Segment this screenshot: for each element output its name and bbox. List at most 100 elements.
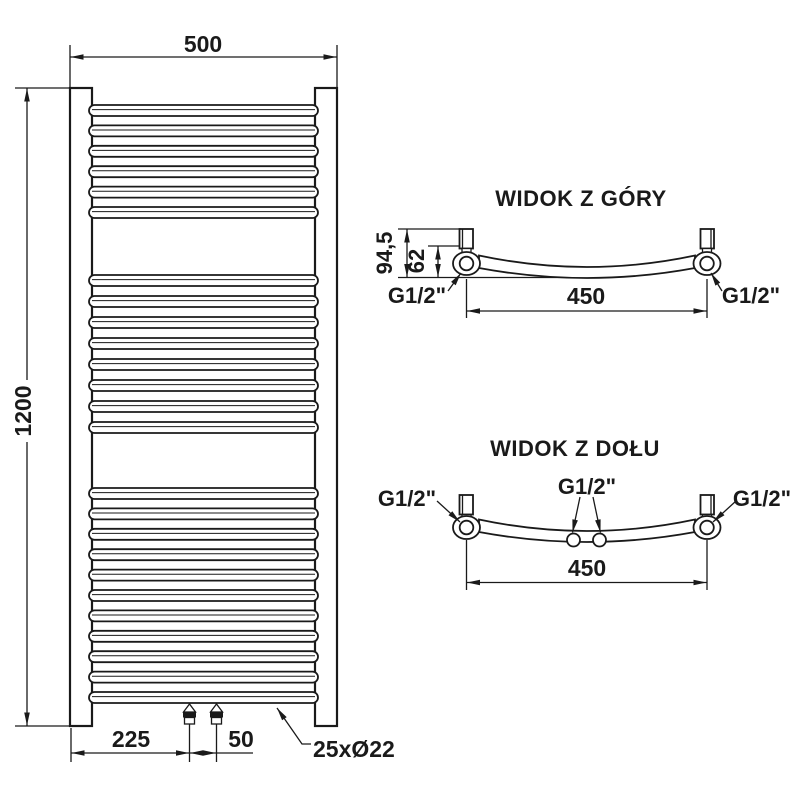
height-dimension-label: 1200	[10, 385, 36, 436]
arrowhead	[203, 750, 216, 756]
arrowhead	[595, 519, 601, 533]
center-inlet-port	[592, 532, 607, 548]
arrowhead	[404, 264, 410, 277]
rung	[88, 274, 319, 287]
valve-body	[210, 716, 223, 725]
rung	[88, 487, 319, 500]
right-wall-bracket	[699, 494, 715, 516]
top-span-dimension: 450	[465, 279, 708, 318]
left-valve-connector	[182, 702, 197, 762]
left-connector-label: G1/2"	[388, 283, 446, 308]
left-tube-bore	[458, 255, 475, 272]
rung	[88, 568, 319, 582]
left-wall-bracket	[458, 228, 474, 250]
rung	[88, 507, 319, 521]
arrowhead	[713, 511, 725, 522]
arrowhead	[190, 750, 203, 756]
rail-curve	[478, 518, 696, 543]
left-tube-bore	[458, 519, 475, 536]
curved-rail-bottom	[452, 494, 722, 548]
depth-dimensions: 94,5 62	[372, 228, 589, 279]
rung	[88, 144, 319, 158]
rung	[88, 421, 319, 434]
arrowhead	[435, 246, 441, 260]
rung	[88, 691, 319, 704]
rung	[88, 650, 319, 664]
rung	[88, 589, 319, 602]
rung	[88, 609, 319, 623]
right-connector-label: G1/2"	[733, 486, 791, 511]
right-tube-bore	[699, 255, 715, 272]
arrowhead	[711, 273, 721, 286]
arrowhead	[71, 750, 85, 756]
leader-line	[276, 707, 311, 745]
bottom-span-dimension: 450	[465, 540, 708, 590]
rung	[88, 206, 319, 219]
rung	[88, 379, 319, 392]
top-view-connector-labels: G1/2" G1/2"	[388, 272, 780, 308]
right-wall-bracket	[699, 228, 715, 250]
bottom-view-title: WIDOK Z DOŁU	[490, 436, 660, 461]
arrowhead	[451, 273, 461, 286]
top-view-title: WIDOK Z GÓRY	[495, 186, 666, 211]
curved-rail-top	[452, 228, 722, 279]
height-dimension: 1200	[10, 87, 93, 727]
inlet-dimensions: 225 50	[70, 726, 254, 762]
rung	[88, 400, 319, 413]
arrowhead	[24, 712, 30, 726]
rung	[88, 295, 319, 308]
rung	[88, 185, 319, 199]
arrowhead	[467, 308, 480, 314]
arrowhead	[404, 229, 410, 243]
rung	[88, 527, 319, 541]
valve-cap	[182, 702, 197, 713]
rung	[88, 337, 319, 350]
rung	[88, 165, 319, 179]
tube-spec-label: 25xØ22	[313, 736, 395, 762]
rung	[88, 104, 319, 117]
rail-curve	[478, 254, 696, 279]
rung	[88, 629, 319, 643]
valve-band	[183, 712, 196, 718]
arrowhead	[693, 579, 707, 586]
dimension-arrowheads	[24, 54, 725, 756]
front-view: 500 1200	[10, 31, 395, 762]
arrowhead	[323, 54, 337, 60]
center-connector-label: G1/2"	[558, 474, 616, 499]
valve-body	[183, 716, 196, 725]
inlet-spacing-label: 50	[228, 726, 254, 752]
label-backing	[14, 380, 44, 442]
rung	[88, 124, 319, 138]
left-connector-label: G1/2"	[378, 486, 436, 511]
bottom-view-connector-labels: G1/2" G1/2" G1/2"	[378, 474, 791, 533]
rung-set	[88, 104, 319, 704]
rung	[88, 548, 319, 562]
valve-band	[210, 712, 223, 718]
right-connector-label: G1/2"	[722, 283, 780, 308]
rung	[88, 670, 319, 684]
rung	[88, 316, 319, 329]
width-dimension: 500	[69, 31, 338, 87]
arrowhead	[70, 54, 84, 60]
arrowhead	[24, 88, 30, 102]
arrowhead	[467, 579, 480, 586]
left-wall-bracket	[458, 494, 474, 516]
top-view: WIDOK Z GÓRY 94,5 62 G1/2"	[372, 186, 780, 318]
rung	[88, 358, 319, 371]
center-inlet-port	[566, 532, 581, 548]
bottom-view: WIDOK Z DOŁU G1/2" G1/2" G1/2"	[378, 436, 791, 590]
valve-cap	[209, 702, 224, 713]
arrowhead	[693, 308, 707, 314]
arrowhead	[572, 519, 578, 533]
right-valve-connector	[209, 702, 224, 762]
width-dimension-label: 500	[184, 31, 222, 57]
arrowhead	[176, 750, 189, 756]
arrowhead	[448, 511, 460, 522]
total-depth-label: 94,5	[372, 232, 397, 275]
bottom-span-label: 450	[568, 555, 606, 581]
top-span-label: 450	[567, 283, 605, 309]
inlet-offset-label: 225	[112, 726, 151, 752]
right-tube-bore	[699, 519, 715, 536]
